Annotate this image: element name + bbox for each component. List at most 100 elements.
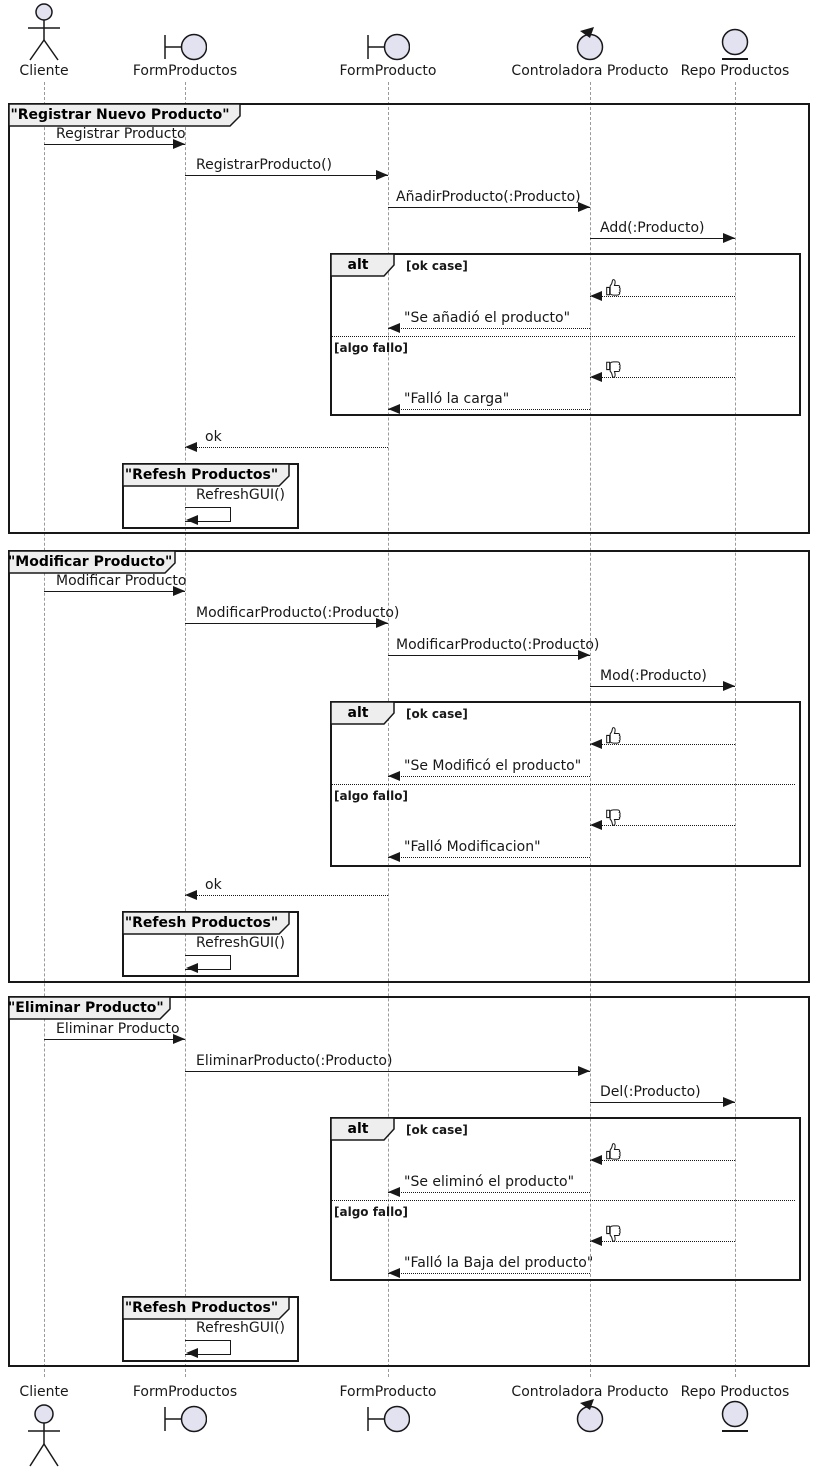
arrowhead	[388, 404, 400, 414]
message-label: ModificarProducto(:Producto)	[196, 605, 400, 621]
entity-icon	[721, 1400, 749, 1432]
arrowhead	[590, 820, 602, 830]
arrowhead	[723, 233, 735, 243]
message-label: RegistrarProducto()	[196, 157, 333, 173]
thumbs-up-icon	[606, 1143, 621, 1160]
return-label: "Falló la Baja del producto"	[404, 1255, 594, 1271]
message-label: AñadirProducto(:Producto)	[396, 189, 581, 205]
alt-fragment	[330, 701, 801, 867]
guard-label: [ok case]	[406, 707, 468, 721]
frame-title: "Modificar Producto"	[8, 554, 173, 570]
message-label: RefreshGUI()	[196, 935, 286, 951]
return-arrow	[388, 1273, 590, 1274]
guard-label: [algo fallo]	[334, 1205, 408, 1219]
arrowhead	[723, 681, 735, 691]
arrowhead	[388, 852, 400, 862]
message-arrow	[388, 655, 590, 656]
boundary-icon	[164, 33, 207, 61]
return-label: "Falló la carga"	[404, 391, 510, 407]
message-label: Registrar Producto	[56, 126, 186, 142]
return-arrow	[388, 409, 590, 410]
frame-tab	[122, 1296, 290, 1320]
participant-label: FormProducto	[339, 1384, 437, 1400]
return-arrow	[388, 776, 590, 777]
message-label: Mod(:Producto)	[600, 668, 707, 684]
arrowhead	[590, 291, 602, 301]
message-label: EliminarProducto(:Producto)	[196, 1053, 393, 1069]
frame-tab	[122, 463, 290, 487]
participant-label: Repo Productos	[680, 63, 790, 79]
message-arrow	[185, 623, 388, 624]
alt-tab	[330, 253, 395, 277]
lifeline-cliente	[44, 82, 45, 1377]
alt-operator: alt	[347, 1121, 369, 1137]
actor-icon	[28, 1404, 60, 1467]
message-label: Add(:Producto)	[600, 220, 705, 236]
frame-registrar	[8, 103, 810, 534]
message-arrow	[388, 207, 590, 208]
arrowhead	[173, 586, 185, 596]
guard-label: [algo fallo]	[334, 789, 408, 803]
thumbs-down-icon	[606, 1225, 621, 1242]
self-message-arrow	[185, 507, 231, 522]
message-label: Eliminar Producto	[56, 1021, 180, 1037]
guard-label: [ok case]	[406, 259, 468, 273]
participant-label: Cliente	[19, 63, 69, 79]
boundary-icon	[367, 1405, 410, 1433]
return-label: "Se añadió el producto"	[404, 310, 571, 326]
return-arrow	[590, 296, 735, 297]
arrowhead	[186, 515, 198, 525]
boundary-icon	[164, 1405, 207, 1433]
lifeline-formproductos	[185, 82, 186, 1377]
lifeline-repo	[735, 82, 736, 1377]
arrowhead	[388, 323, 400, 333]
alt-tab	[330, 1117, 395, 1141]
frame-tab	[8, 103, 241, 127]
participant-label: FormProducto	[339, 63, 437, 79]
control-icon	[576, 27, 604, 61]
alt-tab	[330, 701, 395, 725]
thumbs-up-icon	[606, 279, 621, 296]
alt-divider	[332, 784, 795, 785]
entity-icon	[721, 28, 749, 60]
alt-operator: alt	[347, 257, 369, 273]
frame-title: "Refesh Productos"	[124, 915, 279, 931]
frame-eliminar	[8, 996, 810, 1367]
return-arrow	[388, 1192, 590, 1193]
arrowhead	[186, 963, 198, 973]
return-arrow	[185, 895, 388, 896]
frame-modificar	[8, 550, 810, 983]
return-arrow	[185, 447, 388, 448]
return-label: ok	[205, 877, 222, 893]
self-message-arrow	[185, 1340, 231, 1355]
participant-label: Repo Productos	[680, 1384, 790, 1400]
control-icon	[576, 1399, 604, 1433]
return-label: "Se eliminó el producto"	[404, 1174, 575, 1190]
participant-label: Controladora Producto	[511, 63, 669, 79]
frame-title: "Registrar Nuevo Producto"	[10, 107, 230, 123]
arrowhead	[185, 442, 197, 452]
message-arrow	[44, 144, 185, 145]
return-arrow	[388, 857, 590, 858]
return-label: ok	[205, 429, 222, 445]
message-arrow	[44, 1039, 185, 1040]
arrowhead	[578, 1066, 590, 1076]
message-label: RefreshGUI()	[196, 487, 286, 503]
arrowhead	[590, 1155, 602, 1165]
message-label: ModificarProducto(:Producto)	[396, 637, 600, 653]
frame-title: "Eliminar Producto"	[8, 1000, 164, 1016]
arrowhead	[590, 372, 602, 382]
return-arrow	[590, 744, 735, 745]
message-label: RefreshGUI()	[196, 1320, 286, 1336]
arrowhead	[590, 1236, 602, 1246]
arrowhead	[578, 202, 590, 212]
return-label: "Se Modificó el producto"	[404, 758, 582, 774]
alt-operator: alt	[347, 705, 369, 721]
arrowhead	[723, 1097, 735, 1107]
self-message-arrow	[185, 955, 231, 970]
participant-label: FormProductos	[132, 1384, 238, 1400]
alt-fragment	[330, 253, 801, 416]
lifeline-formproducto	[388, 82, 389, 1377]
message-arrow	[590, 238, 735, 239]
arrowhead	[578, 650, 590, 660]
